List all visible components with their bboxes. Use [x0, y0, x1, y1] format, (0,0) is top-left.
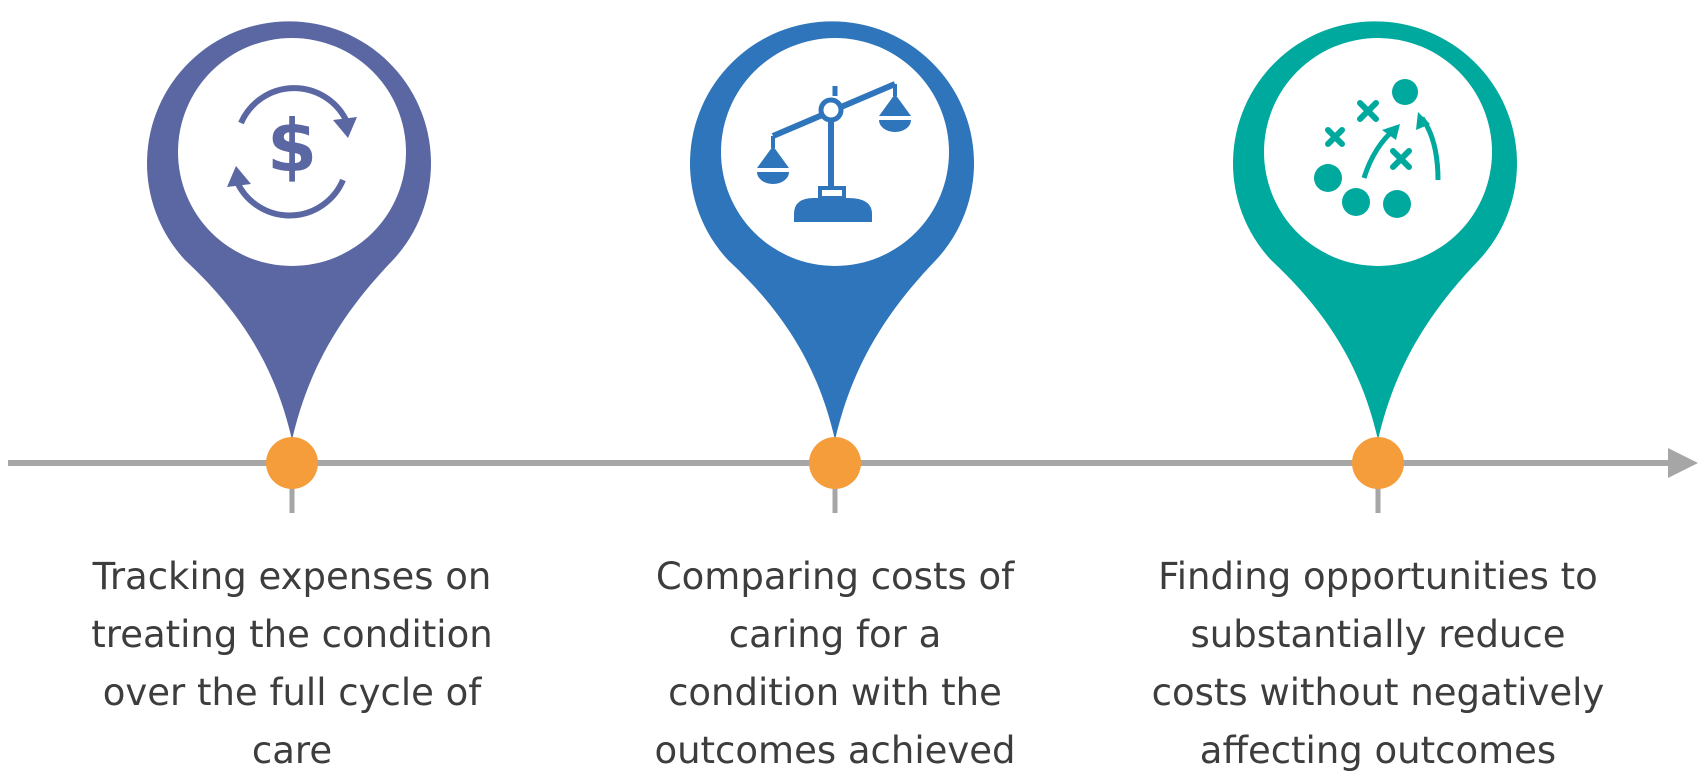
timeline-marker-3 — [1352, 437, 1404, 489]
step-3-caption-line: affecting outcomes — [1199, 729, 1557, 772]
svg-text:$: $ — [267, 104, 317, 188]
timeline-arrowhead — [1668, 448, 1698, 478]
pin-3 — [1232, 21, 1517, 440]
timeline-diagram: $ — [8, 21, 1698, 513]
step-2-caption: Comparing costs of caring for a conditio… — [585, 548, 1085, 780]
pin-1-face — [178, 38, 406, 266]
step-1-caption-line: over the full cycle of — [102, 671, 482, 714]
timeline-marker-2 — [809, 437, 861, 489]
pin-2-face — [721, 38, 949, 266]
strategy-play-icon — [1314, 79, 1441, 218]
step-3-caption-line: substantially reduce — [1190, 613, 1566, 656]
step-2-caption-line: caring for a — [728, 613, 942, 656]
timeline-marker-1 — [266, 437, 318, 489]
step-3-caption: Finding opportunities to substantially r… — [1128, 548, 1628, 780]
step-3-caption-line: Finding opportunities to — [1158, 555, 1598, 598]
step-1-caption: Tracking expenses on treating the condit… — [42, 548, 542, 780]
step-3-caption-line: costs without negatively — [1151, 671, 1605, 714]
step-2-caption-line: Comparing costs of — [655, 555, 1015, 598]
dollar-cycle-icon: $ — [227, 85, 357, 219]
balance-scale-icon — [757, 81, 911, 222]
step-1-caption-line: Tracking expenses on — [92, 555, 492, 598]
pin-1: $ — [146, 21, 431, 441]
step-2-caption-line: outcomes achieved — [654, 729, 1016, 772]
step-2-caption-line: condition with the — [668, 671, 1002, 714]
step-1-caption-line: treating the condition — [91, 613, 493, 656]
step-1-caption-line: care — [251, 729, 333, 772]
pin-2 — [690, 21, 975, 441]
